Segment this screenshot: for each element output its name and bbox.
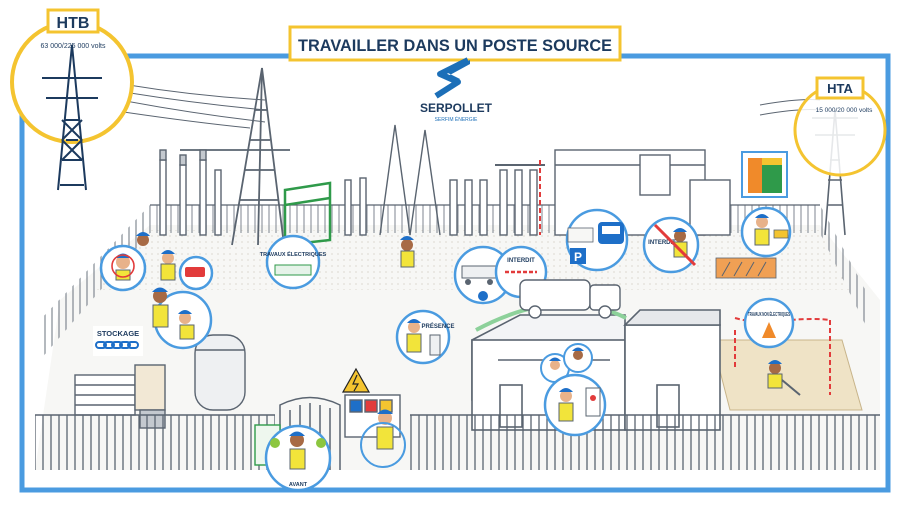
htb-voltage: 63 000/225 000 volts <box>41 43 106 50</box>
travaux-non-electriques-label: TRAVAUX NON ÉLECTRIQUES <box>748 310 790 318</box>
vignette-travaux-non-electriques: TRAVAUX NON ÉLECTRIQUES <box>743 297 795 349</box>
vignette-interdit-2: INTERDIT <box>642 216 700 274</box>
vignette-parking: P <box>565 208 629 272</box>
title-banner <box>288 25 622 62</box>
right-fence <box>820 205 868 330</box>
htb-label-box <box>46 8 100 34</box>
vignette-worker-right <box>740 206 792 258</box>
sand-area <box>711 339 863 411</box>
htb-label: HTB <box>57 15 90 32</box>
page-title: TRAVAILLER DANS UN POSTE SOURCE <box>298 36 612 55</box>
htb-pylon-icon <box>42 44 102 191</box>
interdit-1-label: INTERDIT <box>507 258 535 264</box>
warning-panel <box>741 151 788 198</box>
vignette-avant: AVANT <box>264 424 332 492</box>
parking-icon <box>570 248 586 264</box>
portal-gantry <box>180 67 290 246</box>
vignette-building-workers <box>540 343 593 383</box>
left-fence <box>40 205 150 360</box>
forbidden-chains <box>539 160 831 395</box>
vignette-left-top <box>99 244 147 292</box>
interdit-2-label: INTERDIT <box>648 240 676 246</box>
vignette-fire-truck <box>178 255 214 291</box>
striped-ground-panel <box>715 257 777 279</box>
front-fence-left <box>35 415 275 470</box>
travaux-electriques-label: TRAVAUX ÉLECTRIQUES <box>260 250 327 258</box>
cone-icon <box>762 322 776 338</box>
ground-symbol-icon <box>478 291 488 301</box>
serpollet-logo-mark <box>438 60 470 92</box>
hta-label: HTA <box>827 81 853 96</box>
parking-label: P <box>574 250 582 264</box>
worker-gantry <box>400 236 415 268</box>
vignette-worker-falling <box>152 287 213 350</box>
vignette-stockage: STOCKAGE <box>93 326 143 356</box>
htb-badge: HTB 63 000/225 000 volts <box>10 8 134 191</box>
worker-entrance-right <box>360 409 406 468</box>
presence-label: PRÉSENCE <box>421 322 454 330</box>
vignette-travaux-electriques: TRAVAUX ÉLECTRIQUES <box>260 234 327 290</box>
forbidden-sign-icon <box>653 223 697 267</box>
worker-cluster-left <box>136 232 176 281</box>
fire-truck-icon <box>185 267 205 277</box>
serpollet-logo: SERPOLLET SERFIM ÉNERGIE <box>420 57 493 123</box>
brand-name: SERPOLLET <box>420 101 493 115</box>
travaux-electriques-zone <box>283 181 332 247</box>
front-fence-right <box>410 415 880 470</box>
hta-voltage: 15 000/20 000 volts <box>816 107 873 114</box>
vignette-presence: PRÉSENCE <box>395 309 455 365</box>
truck <box>519 279 621 319</box>
chain-icon <box>95 341 139 349</box>
storage-area <box>74 334 246 429</box>
vignette-interdit-cart <box>453 245 513 305</box>
worker-digging <box>767 360 801 396</box>
hta-badge: HTA 15 000/20 000 volts <box>793 76 887 177</box>
high-voltage-sign-icon <box>341 367 371 393</box>
stockage-label: STOCKAGE <box>97 329 139 338</box>
avant-label: AVANT <box>289 482 308 488</box>
vignette-door-worker <box>543 373 607 437</box>
equipment-row-mid <box>344 124 545 236</box>
brand-sub: SERFIM ÉNERGIE <box>435 116 478 123</box>
equipment-row-left <box>159 149 222 236</box>
